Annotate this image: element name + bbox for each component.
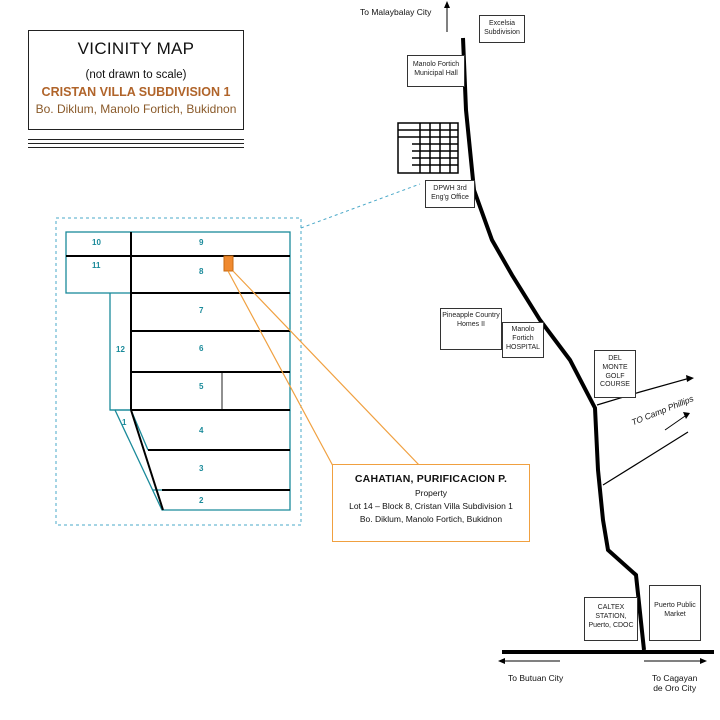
- property-label: Property: [414, 488, 448, 498]
- subdivision-thumbnail: [397, 122, 459, 174]
- zoom-connector: [300, 183, 421, 229]
- road-label-west: To Butuan City: [508, 673, 564, 683]
- property-lot: [223, 255, 234, 272]
- location-name: Bo. Diklum, Manolo Fortich, Bukidnon: [35, 102, 237, 116]
- block-8: 8: [199, 267, 204, 276]
- scale-note: (not drawn to scale): [85, 69, 187, 81]
- title-rule-3: [28, 147, 244, 148]
- property-location: Bo. Diklum, Manolo Fortich, Bukidnon: [359, 514, 503, 524]
- camp-road-lower: [602, 431, 689, 486]
- block-12: 12: [116, 345, 125, 354]
- road-label-north: To Malaybalay City: [360, 7, 432, 17]
- property-leader-1: [227, 270, 334, 467]
- block-6: 6: [199, 344, 204, 353]
- property-leader-2: [232, 270, 421, 467]
- map-title: VICINITY MAP: [77, 39, 195, 58]
- owner-name: CAHATIAN, PURIFICACION P.: [354, 473, 508, 485]
- subdivision-name: CRISTAN VILLA SUBDIVISION 1: [41, 85, 231, 99]
- block-2: 2: [199, 496, 204, 505]
- block-11: 11: [92, 261, 101, 270]
- zoom-frame: [55, 217, 302, 526]
- title-rule-1: [28, 139, 244, 140]
- title-block: VICINITY MAP (not drawn to scale) CRISTA…: [28, 30, 244, 130]
- lot-description: Lot 14 – Block 8, Cristan Villa Subdivis…: [349, 501, 513, 511]
- block-4: 4: [199, 426, 204, 435]
- camp-road-upper: [596, 377, 691, 406]
- block-7: 7: [199, 306, 204, 315]
- block-5: 5: [199, 382, 204, 391]
- block-1: 1: [122, 418, 127, 427]
- title-rule-2: [28, 143, 244, 144]
- block-10: 10: [92, 238, 101, 247]
- property-callout: CAHATIAN, PURIFICACION P. Property Lot 1…: [332, 464, 530, 542]
- block-3: 3: [199, 464, 204, 473]
- block-9: 9: [199, 238, 204, 247]
